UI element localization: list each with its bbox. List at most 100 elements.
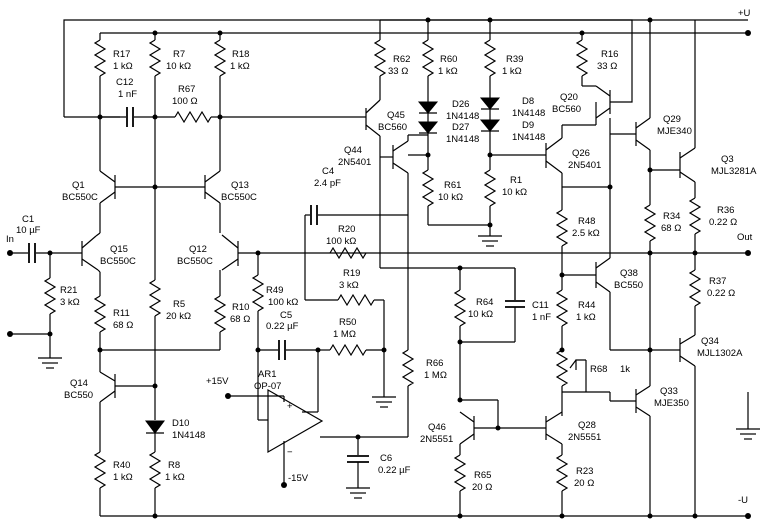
r23-name: R23 bbox=[576, 466, 593, 477]
r19-resistor bbox=[337, 293, 375, 307]
r7-value: 10 kΩ bbox=[166, 61, 191, 72]
r61-resistor bbox=[421, 169, 435, 207]
q15-transistor bbox=[81, 232, 101, 273]
input-ground-terminal[interactable] bbox=[7, 331, 13, 337]
r66-value: 1 MΩ bbox=[424, 370, 447, 381]
r60-name: R60 bbox=[440, 54, 457, 65]
v15n-label: -15V bbox=[288, 473, 309, 484]
r61-value: 10 kΩ bbox=[438, 192, 463, 203]
q1-type: BC550C bbox=[62, 192, 98, 203]
d26-name: D26 bbox=[452, 99, 469, 110]
c12-capacitor bbox=[126, 107, 134, 127]
r17-name: R17 bbox=[113, 49, 130, 60]
ar1-minus-sign: − bbox=[287, 447, 293, 458]
q3-type: MJL3281A bbox=[711, 166, 757, 177]
r44-value: 1 kΩ bbox=[576, 312, 596, 323]
input-label: In bbox=[6, 234, 14, 245]
d9-diode bbox=[479, 119, 501, 132]
r10-value: 68 Ω bbox=[230, 314, 250, 325]
ground-symbol-ar1 bbox=[372, 396, 396, 408]
r36-value: 0.22 Ω bbox=[709, 217, 737, 228]
r64-resistor bbox=[453, 289, 467, 327]
r10-name: R10 bbox=[232, 302, 249, 313]
d10-diode bbox=[145, 420, 165, 434]
r37-value: 0.22 Ω bbox=[707, 288, 735, 299]
r49-value: 100 kΩ bbox=[268, 297, 298, 308]
r49-resistor bbox=[251, 274, 265, 312]
r11-name: R11 bbox=[113, 308, 130, 319]
d8-diode bbox=[479, 97, 501, 110]
r8-value: 1 kΩ bbox=[165, 472, 185, 483]
r7-resistor bbox=[148, 39, 162, 77]
d27-name: D27 bbox=[452, 122, 469, 133]
q20-transistor bbox=[595, 85, 611, 119]
q45-name: Q45 bbox=[387, 110, 405, 121]
r66-name: R66 bbox=[426, 358, 443, 369]
d27-type: 1N4148 bbox=[446, 134, 479, 145]
c4-value: 2.4 pF bbox=[314, 178, 341, 189]
r23-value: 20 Ω bbox=[574, 478, 594, 489]
r16-resistor bbox=[575, 39, 589, 77]
r50-name: R50 bbox=[339, 317, 356, 328]
r60-value: 1 kΩ bbox=[438, 66, 458, 77]
neg-rail-label: -U bbox=[738, 495, 748, 506]
d26-diode bbox=[417, 101, 439, 114]
q1-transistor bbox=[99, 170, 116, 204]
r68-name: R68 bbox=[590, 364, 607, 375]
q26-name: Q26 bbox=[572, 148, 590, 159]
d27-diode bbox=[417, 121, 439, 134]
q26-transistor bbox=[545, 137, 563, 174]
r11-resistor bbox=[93, 295, 107, 333]
q28-transistor bbox=[545, 411, 563, 445]
r23-resistor bbox=[555, 454, 569, 492]
q34-name: Q34 bbox=[701, 336, 719, 347]
q28-type: 2N5551 bbox=[568, 432, 601, 443]
output-terminal[interactable] bbox=[745, 250, 751, 256]
r8-name: R8 bbox=[168, 460, 180, 471]
q46-type: 2N5551 bbox=[420, 434, 453, 445]
c1-value: 10 µF bbox=[16, 225, 41, 236]
r1-name: R1 bbox=[510, 175, 522, 186]
c11-capacitor bbox=[505, 300, 525, 308]
q12-name: Q12 bbox=[189, 244, 207, 255]
pos-rail-label: +U bbox=[738, 8, 751, 19]
feedback-loop-wire bbox=[63, 19, 633, 118]
r18-name: R18 bbox=[232, 49, 249, 60]
r19-name: R19 bbox=[343, 268, 360, 279]
c4-name: C4 bbox=[322, 166, 334, 177]
r44-name: R44 bbox=[578, 300, 595, 311]
d10-name: D10 bbox=[172, 418, 189, 429]
r34-name: R34 bbox=[663, 211, 680, 222]
d9-type: 1N4148 bbox=[512, 132, 545, 143]
q29-name: Q29 bbox=[663, 114, 681, 125]
q38-transistor bbox=[595, 257, 611, 293]
r68-trimmer[interactable] bbox=[555, 349, 569, 387]
ground-symbol-c6 bbox=[346, 487, 370, 499]
q46-transistor bbox=[459, 411, 475, 445]
r10-resistor bbox=[213, 295, 227, 333]
r5-resistor bbox=[148, 279, 162, 317]
q46-name: Q46 bbox=[428, 422, 446, 433]
r65-name: R65 bbox=[474, 470, 491, 481]
ar1-plus-sign: + bbox=[287, 401, 293, 412]
r8-resistor bbox=[148, 451, 162, 489]
r17-value: 1 kΩ bbox=[113, 61, 133, 72]
q33-transistor bbox=[635, 385, 651, 417]
r44-resistor bbox=[555, 289, 569, 327]
q12-type: BC550C bbox=[177, 256, 213, 267]
c5-value: 0.22 µF bbox=[266, 321, 299, 332]
r16-name: R16 bbox=[601, 49, 618, 60]
q14-transistor bbox=[99, 371, 116, 403]
c6-name: C6 bbox=[380, 453, 392, 464]
r39-resistor bbox=[483, 39, 497, 77]
d10-type: 1N4148 bbox=[172, 430, 205, 441]
q44-name: Q44 bbox=[344, 145, 362, 156]
q1-name: Q1 bbox=[72, 180, 85, 191]
r39-name: R39 bbox=[506, 54, 523, 65]
q34-transistor bbox=[679, 334, 696, 367]
c11-value: 1 nF bbox=[532, 312, 551, 323]
q38-name: Q38 bbox=[620, 268, 638, 279]
r17-resistor bbox=[93, 39, 107, 77]
r21-name: R21 bbox=[60, 285, 77, 296]
